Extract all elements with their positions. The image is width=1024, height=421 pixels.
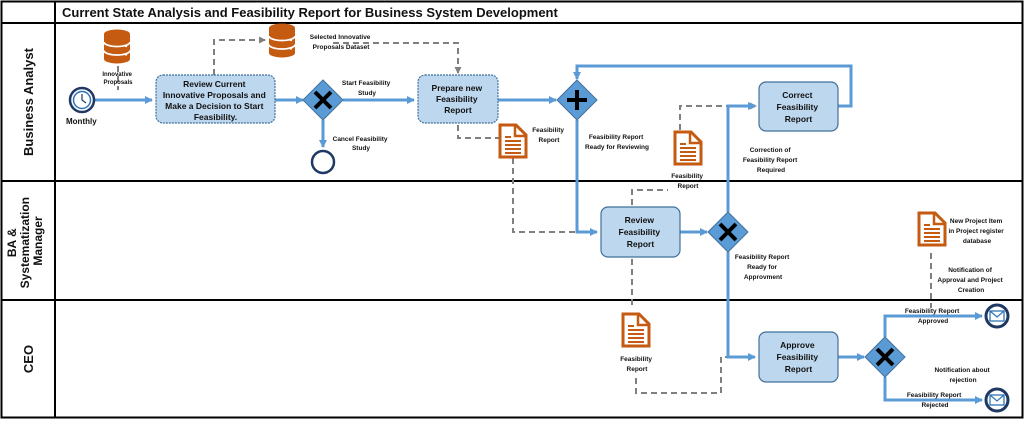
start-timer-event[interactable] [68, 86, 96, 114]
lane-label-ceo: CEO [21, 345, 36, 373]
flow-correction [726, 102, 756, 212]
lane-label-ba-systematization-manager: BA & Systematization Manager [5, 194, 45, 289]
label-notification-rejection: Notification about rejection [934, 367, 991, 384]
end-message-event-approved[interactable] [984, 303, 1010, 329]
task-correct-feasibility-report[interactable]: Correct Feasibility Report [758, 81, 839, 132]
x-icon [875, 347, 895, 367]
label-correction-required: Correction of Feasibility Report Require… [743, 147, 799, 174]
task-review-feasibility-report[interactable]: Review Feasibility Report [600, 206, 681, 258]
flow-ready-review [575, 120, 598, 236]
innovative-proposals-label: Innovative Proposals [102, 72, 133, 86]
cancel-end-event[interactable] [310, 149, 336, 175]
flow-rejected [883, 377, 983, 404]
plus-icon [567, 90, 587, 110]
document-icon [673, 130, 703, 166]
svg-text:Review Current Innovativ: Review Current Innovative Proposals and … [163, 79, 268, 122]
task-approve-feasibility-report[interactable]: Approve Feasibility Report [758, 331, 839, 383]
task-review-current-proposals[interactable]: Review Current Innovative Proposals and … [155, 74, 276, 124]
cancel-label: Cancel Feasibility Study [333, 136, 390, 152]
label-start-feasibility-study: Start Feasibility Study [342, 80, 392, 97]
label-ready-for-reviewing: Feasibility Report Ready for Reviewing [585, 134, 649, 151]
assoc-dataset-to-prepare [333, 42, 462, 74]
envelope-icon [989, 310, 1005, 322]
document-new-project-item[interactable] [917, 211, 947, 247]
document-icon [498, 123, 528, 159]
label-report-approved: Feasibility Report Approved [905, 308, 961, 325]
assoc-prepare-to-doc [457, 125, 499, 139]
start-event-label: Monthly [66, 117, 97, 126]
exclusive-gateway-review[interactable] [707, 211, 749, 253]
data-store-selected-dataset[interactable] [268, 22, 296, 59]
label-ready-for-approvment: Feasibility Report Ready for Approvment [735, 254, 791, 281]
database-icon [103, 28, 131, 65]
parallel-gateway[interactable] [556, 79, 598, 121]
assoc-doc-to-review [512, 158, 598, 233]
end-message-event-rejected[interactable] [984, 387, 1010, 413]
flow-correct-loop [573, 64, 853, 108]
document-feasibility-report-correct[interactable] [673, 130, 703, 166]
flow-approved [883, 312, 983, 337]
x-icon [313, 90, 333, 110]
svg-text:Review Feasibility: Review Feasibility Report [619, 215, 663, 249]
new-project-label: New Project Item in Project register dat… [948, 218, 1005, 245]
document-feasibility-report-approve[interactable] [621, 312, 651, 348]
data-store-innovative-proposals[interactable] [103, 28, 131, 65]
lane-label-business-analyst: Business Analyst [21, 47, 36, 156]
label-report-rejected: Feasibility Report Rejected [907, 392, 963, 409]
svg-text:Approve Feasibility: Approve Feasibility Report [777, 340, 821, 374]
envelope-icon [989, 394, 1005, 406]
document-icon [621, 312, 651, 348]
svg-text:Correct Feasibility: Correct Feasibility Report [777, 90, 821, 124]
lane-ceo: CEO [21, 345, 36, 373]
diagram-title: Current State Analysis and Feasibility R… [62, 5, 558, 20]
flow-ready-approve [726, 252, 756, 361]
doc-approve-label: Feasibility Report [620, 356, 654, 373]
lane-business-analyst: Business Analyst [21, 47, 36, 156]
lane-ba-systematization-manager: BA & Systematization Manager [5, 194, 45, 289]
assoc-review-to-doc [631, 189, 668, 205]
label-notification-approval: Notification of Approval and Project Cre… [937, 267, 1004, 294]
exclusive-gateway-approve[interactable] [864, 336, 906, 378]
exclusive-gateway-start[interactable] [302, 79, 344, 121]
assoc-review-to-dataset [213, 36, 266, 75]
svg-text:Prepare new Feasibility: Prepare new Feasibility Report [432, 83, 485, 115]
database-icon [268, 22, 296, 59]
task-prepare-feasibility-report[interactable]: Prepare new Feasibility Report [417, 74, 499, 124]
doc-correct-label: Feasibility Report [671, 173, 705, 190]
x-icon [718, 222, 738, 242]
doc-prepare-label: Feasibility Report [532, 127, 566, 144]
selected-dataset-label: Selected Innovative Proposals Dataset [310, 34, 373, 51]
sequence-flows [95, 64, 983, 404]
document-feasibility-report-prepare[interactable] [498, 123, 528, 159]
document-icon [917, 211, 947, 247]
